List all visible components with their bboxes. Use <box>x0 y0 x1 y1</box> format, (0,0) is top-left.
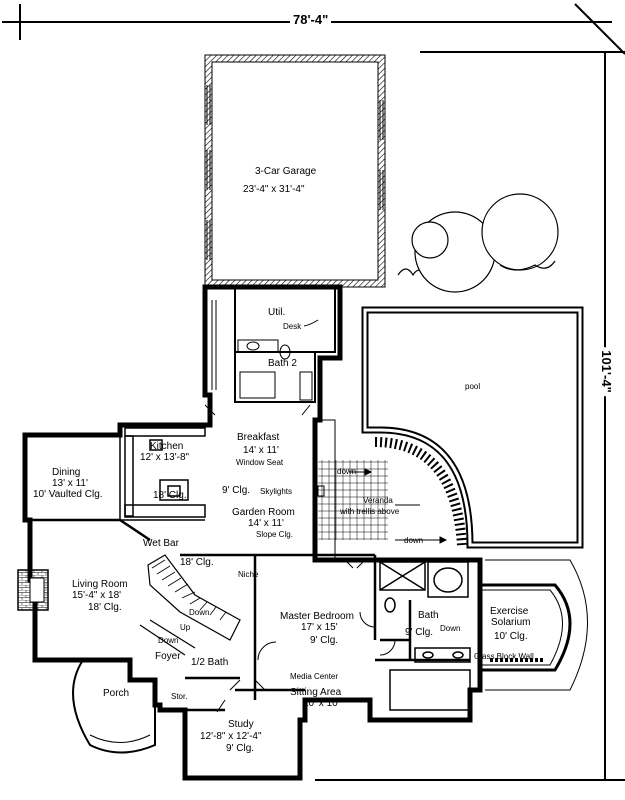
kitchen-size: 12' x 13'-8" <box>140 452 190 463</box>
media-center-note: Media Center <box>290 672 339 681</box>
veranda-tile <box>314 419 388 561</box>
hall-skylights: Skylights <box>260 487 293 496</box>
master-bath-ceiling: 9' Clg. <box>405 627 434 638</box>
breakfast-name: Breakfast <box>237 432 280 443</box>
overall-depth-dimension: 101'-4" <box>598 347 614 396</box>
wet-bar-ceiling: 18' Clg. <box>180 557 214 568</box>
solarium <box>480 559 588 691</box>
kitchen-name: Kitchen <box>150 441 184 452</box>
dining-name: Dining <box>52 467 81 478</box>
living-room-size: 15'-4" x 18' <box>72 590 122 601</box>
study-name: Study <box>228 719 254 730</box>
staircase <box>139 554 241 656</box>
dining-ceiling: 10' Vaulted Clg. <box>33 489 103 500</box>
breakfast-window-seat: Window Seat <box>236 458 284 467</box>
veranda-down-step-2: down <box>404 536 424 545</box>
exercise-ceiling: 10' Clg. <box>494 631 528 642</box>
garden-room-ceiling: Slope Clg. <box>256 530 293 539</box>
master-bath-name: Bath <box>418 610 439 621</box>
porch-name: Porch <box>103 688 130 699</box>
garage-walls <box>204 54 386 288</box>
kitchen-fixtures <box>119 425 206 521</box>
stair-down-label: Down <box>189 608 210 617</box>
master-bedroom-name: Master Bedroom <box>280 611 354 622</box>
master-bath-fixtures <box>379 561 471 711</box>
living-room-ceiling: 18' Clg. <box>88 602 122 613</box>
pool <box>361 306 584 549</box>
breakfast-size: 14' x 11' <box>243 445 279 456</box>
util-bath-walls <box>211 286 336 403</box>
sitting-area-name: Sitting Area <box>290 687 342 698</box>
stair-up-label: Up <box>180 623 191 632</box>
niche-label: Niche <box>238 570 259 579</box>
overall-width-dimension: 78'-4" <box>290 12 332 27</box>
exercise-name: Exercise <box>490 606 529 617</box>
garage-name: 3-Car Garage <box>255 166 317 177</box>
study-size: 12'-8" x 12'-4" <box>200 731 262 742</box>
garden-room-size: 14' x 11' <box>248 518 284 529</box>
interior-walls <box>25 518 470 712</box>
master-bedroom-ceiling: 9' Clg. <box>310 635 339 646</box>
tree-shrubs <box>397 193 559 293</box>
veranda-name: Veranda <box>363 496 393 505</box>
step-arrows <box>350 468 448 544</box>
exercise-down-step: Down <box>440 624 461 633</box>
porch-outline <box>72 659 156 754</box>
sitting-area-size: 10' x 10' <box>303 698 340 709</box>
util-name: Util. <box>268 307 286 318</box>
garden-room-name: Garden Room <box>232 507 295 518</box>
living-room-name: Living Room <box>72 579 128 590</box>
storage-name: Stor. <box>171 692 188 701</box>
fireplace <box>17 569 49 611</box>
glass-block-wall-note: Glass Block Wall <box>474 652 534 661</box>
master-bedroom-size: 17' x 15' <box>301 622 338 633</box>
hall-ceiling: 9' Clg. <box>222 485 251 496</box>
half-bath-name: 1/2 Bath <box>191 657 229 668</box>
door-swings <box>204 404 396 713</box>
util-desk-note: Desk <box>283 322 302 331</box>
dining-size: 13' x 11' <box>52 478 88 489</box>
garage-size: 23'-4" x 31'-4" <box>243 184 305 195</box>
study-ceiling: 9' Clg. <box>226 743 255 754</box>
stair-down-label-2: Down <box>158 636 179 645</box>
veranda-down-step: down <box>337 467 357 476</box>
kitchen-ceiling: 18' Clg. <box>153 490 187 501</box>
bath2-name: Bath 2 <box>268 358 297 369</box>
veranda-trellis-note: with trellis above <box>340 507 400 516</box>
pool-label: pool <box>465 382 481 391</box>
wet-bar-name: Wet Bar <box>143 538 179 549</box>
foyer-name: Foyer <box>155 651 181 662</box>
solarium-name: Solarium <box>491 617 531 628</box>
